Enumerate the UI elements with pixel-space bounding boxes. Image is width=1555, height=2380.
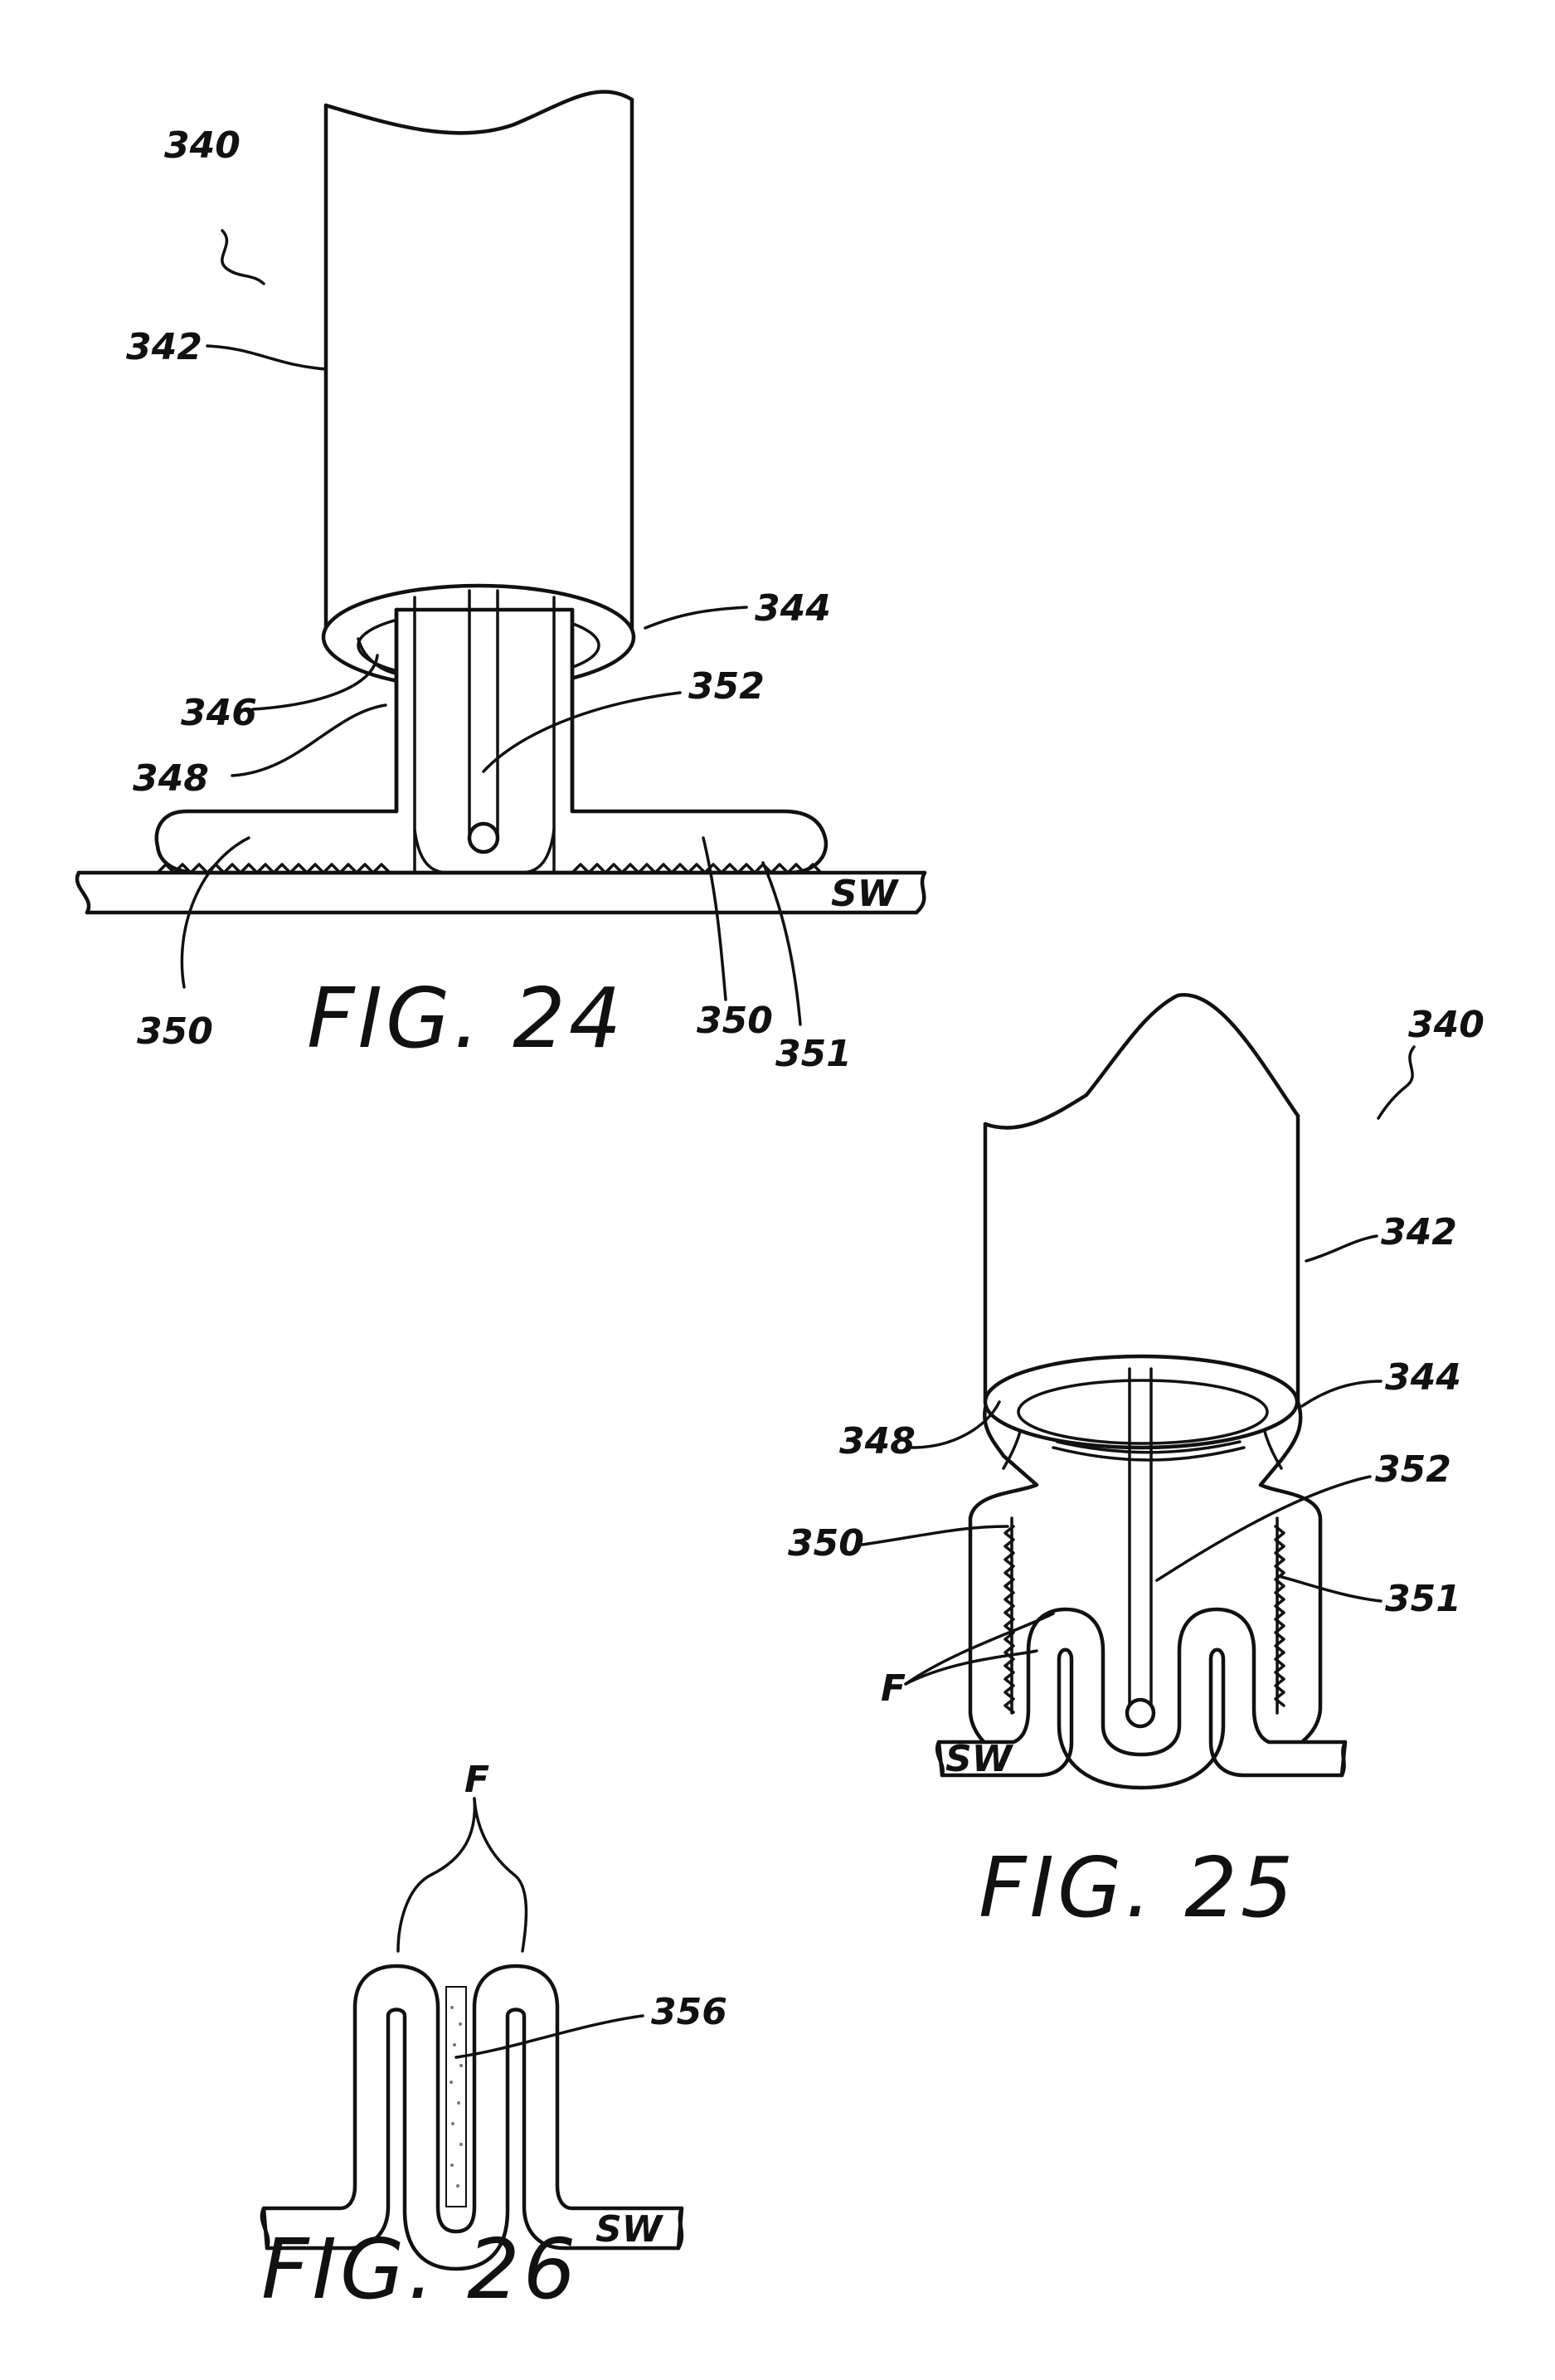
ref-f-fig25: F: [881, 1667, 906, 1710]
ref-346-fig24: 346: [181, 692, 257, 734]
caption-fig-26: FIG. 26: [261, 2221, 579, 2318]
ref-350-fig24-left: 350: [137, 1010, 213, 1053]
ref-sw-fig24: SW: [831, 873, 900, 915]
ref-f-fig26: F: [464, 1759, 489, 1801]
ref-351-fig25: 351: [1385, 1578, 1461, 1620]
ref-342-fig24: 342: [126, 326, 202, 368]
tube-end-344: [985, 1356, 1297, 1448]
ref-356-fig26: 356: [651, 1991, 727, 2033]
ref-351-fig24: 351: [775, 1033, 852, 1075]
ref-350-fig24-right: 350: [697, 1000, 773, 1042]
figure-25: 340 342 344 348 352 350 351 F SW FIG. 25: [788, 995, 1485, 1936]
ref-348-fig24: 348: [133, 757, 209, 800]
tube-342: [985, 995, 1298, 1402]
ref-350-fig25: 350: [788, 1522, 864, 1565]
caption-fig-24: FIG. 24: [307, 970, 624, 1067]
ref-sw-fig26: SW: [595, 2208, 664, 2251]
ref-sw-fig25: SW: [945, 1738, 1014, 1780]
figure-24: 340 342 344 346 348 352 350 350 351 SW F…: [77, 92, 925, 1075]
caption-fig-25: FIG. 25: [979, 1839, 1296, 1936]
ref-344-fig24: 344: [755, 587, 831, 630]
ref-344-fig25: 344: [1385, 1356, 1461, 1399]
ref-348-fig25: 348: [839, 1420, 916, 1463]
ref-352-fig24: 352: [688, 665, 765, 708]
figure-26: F 356 SW FIG. 26: [261, 1759, 727, 2318]
tube-342: [326, 92, 632, 635]
filler-356: [446, 1987, 466, 2207]
ref-352-fig25: 352: [1375, 1448, 1451, 1491]
ref-340-fig24: 340: [164, 124, 241, 167]
ref-342-fig25: 342: [1381, 1211, 1457, 1253]
ref-340-fig25: 340: [1408, 1004, 1485, 1046]
